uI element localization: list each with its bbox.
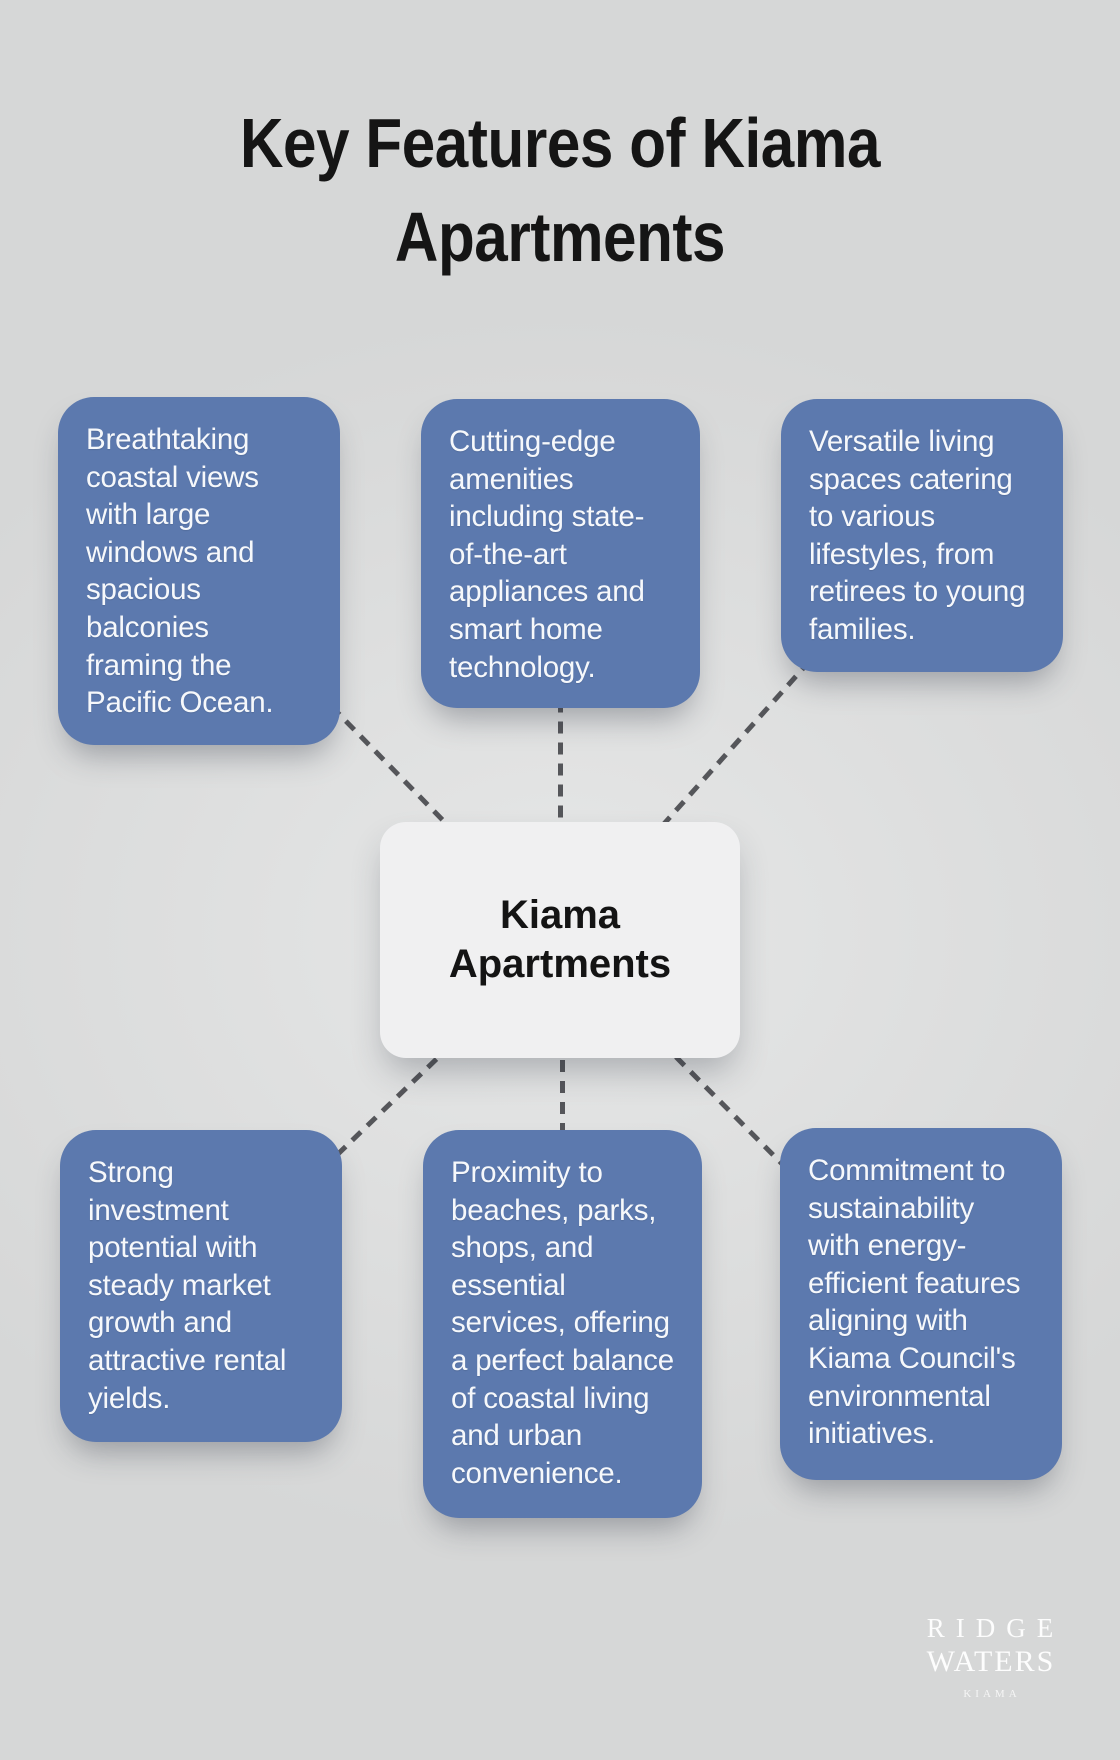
feature-card-text: Breathtaking coastal views with large wi…: [86, 423, 274, 720]
feature-card-sustainability: Commitment to sustainability with energy…: [780, 1128, 1062, 1480]
brand-logo: RIDGE WATERS KIAMA: [880, 1612, 1100, 1700]
feature-card-living-spaces: Versatile living spaces catering to vari…: [781, 399, 1063, 672]
center-node-label: Kiama Apartments: [448, 893, 672, 986]
feature-card-text: Versatile living spaces catering to vari…: [809, 425, 1026, 646]
feature-card-proximity: Proximity to beaches, parks, shops, and …: [423, 1130, 702, 1518]
feature-card-text: Commitment to sustainability with energy…: [808, 1154, 1021, 1451]
feature-card-investment: Strong investment potential with steady …: [60, 1130, 342, 1442]
brand-logo-kiama: KIAMA: [963, 1688, 1021, 1700]
center-node: Kiama Apartments: [380, 822, 740, 1058]
feature-card-text: Proximity to beaches, parks, shops, and …: [451, 1156, 674, 1490]
feature-card-coastal-views: Breathtaking coastal views with large wi…: [58, 397, 340, 745]
feature-card-text: Cutting-edge amenities including state- …: [449, 425, 645, 684]
feature-card-amenities: Cutting-edge amenities including state- …: [421, 399, 700, 708]
brand-logo-ridge: RIDGE: [926, 1613, 1065, 1643]
page-title: Key Features of Kiama Apartments: [239, 104, 881, 276]
brand-logo-waters: WATERS: [926, 1645, 1056, 1678]
feature-card-text: Strong investment potential with steady …: [88, 1156, 287, 1415]
